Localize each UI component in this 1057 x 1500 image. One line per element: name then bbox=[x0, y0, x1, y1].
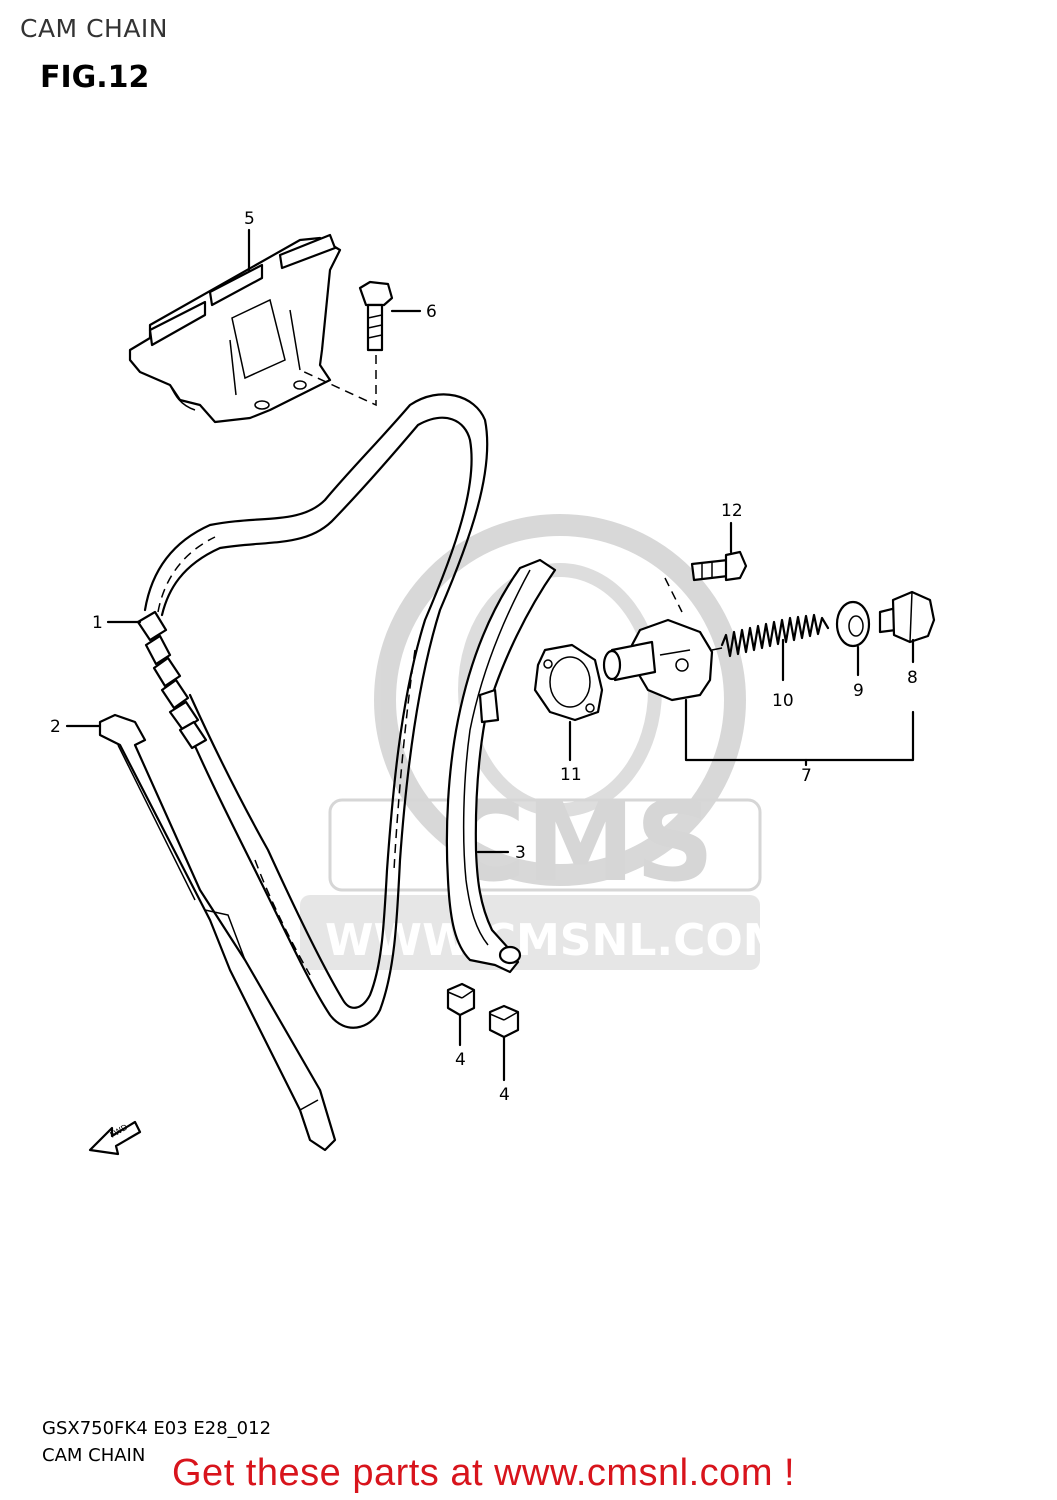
callout-11: 11 bbox=[560, 765, 582, 785]
callout-2: 2 bbox=[50, 717, 61, 737]
callout-12: 12 bbox=[721, 501, 743, 521]
footer-caption: CAM CHAIN bbox=[42, 1445, 146, 1466]
leader-7-bracket bbox=[684, 698, 915, 762]
get-parts-link[interactable]: Get these parts at www.cmsnl.com ! bbox=[172, 1452, 796, 1494]
callout-4b: 4 bbox=[499, 1085, 510, 1105]
part-9-washer bbox=[835, 600, 871, 648]
part-10-spring bbox=[720, 613, 830, 658]
cmsnl-watermark: CMS WWW.CMSNL.COM bbox=[300, 514, 787, 970]
fwd-arrow-icon: FWD bbox=[88, 1120, 142, 1156]
watermark-url-text: WWW.CMSNL.COM bbox=[325, 915, 787, 966]
figure-label: FIG.12 bbox=[40, 60, 150, 95]
part-4-cushion-a bbox=[446, 982, 476, 1017]
part-5-chain-guide-top bbox=[128, 233, 342, 424]
part-8-cap-bolt bbox=[878, 590, 936, 644]
callout-1: 1 bbox=[92, 613, 103, 633]
part-7-tensioner-assembly bbox=[602, 618, 723, 702]
part-6-bolt bbox=[299, 280, 394, 407]
page-header-title: CAM CHAIN bbox=[20, 14, 169, 43]
part-12-bolt bbox=[664, 550, 748, 613]
callout-7: 7 bbox=[801, 766, 812, 786]
part-3-tensioner-guide bbox=[445, 558, 557, 974]
part-11-gasket bbox=[533, 643, 604, 722]
callout-8: 8 bbox=[907, 668, 918, 688]
part-2-chain-guide-front bbox=[98, 713, 337, 1152]
callout-6: 6 bbox=[426, 302, 437, 322]
model-code: GSX750FK4 E03 E28_012 bbox=[42, 1418, 272, 1439]
callout-3: 3 bbox=[515, 843, 526, 863]
callout-5: 5 bbox=[244, 209, 255, 229]
part-1-cam-chain bbox=[136, 393, 489, 1029]
callout-4a: 4 bbox=[455, 1050, 466, 1070]
part-4-cushion-b bbox=[488, 1004, 520, 1039]
watermark-logo-text: CMS bbox=[445, 778, 714, 906]
callout-9: 9 bbox=[853, 681, 864, 701]
callout-10: 10 bbox=[772, 691, 794, 711]
